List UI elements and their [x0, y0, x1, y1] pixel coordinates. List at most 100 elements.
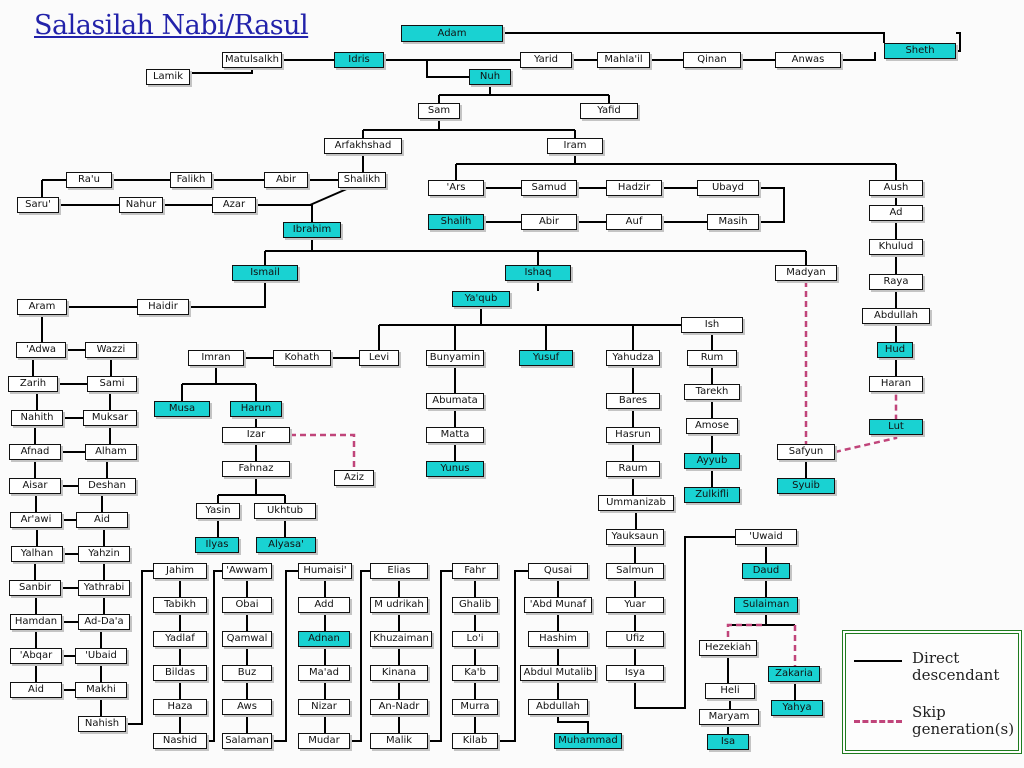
node-kinana: Kinana	[370, 665, 428, 681]
node-khulud: Khulud	[869, 239, 923, 255]
skip-link-3	[726, 623, 762, 640]
node-raum: Raum	[606, 461, 660, 477]
node-muhammad: Muhammad	[554, 733, 622, 749]
node-khuzaiman: Khuzaiman	[370, 631, 432, 647]
node-uwaid: 'Uwaid	[735, 529, 797, 545]
node-aziz: Aziz	[334, 470, 374, 486]
page-title: Salasilah Nabi/Rasul	[34, 10, 309, 41]
node-nizar: Nizar	[298, 699, 350, 715]
legend-skip-label: Skip generation(s)	[912, 703, 1015, 739]
node-ibrahim: Ibrahim	[283, 222, 341, 238]
node-musa: Musa	[154, 401, 210, 417]
node-falikh: Falikh	[170, 172, 212, 188]
node-add: Add	[298, 597, 350, 613]
direct-link-2	[841, 52, 876, 61]
direct-link-169	[557, 715, 589, 733]
node-qusai: Qusai	[528, 563, 588, 579]
node-imran: Imran	[188, 350, 244, 366]
node-elias: Elias	[370, 563, 428, 579]
node-matulsalkh: Matulsalkh	[222, 52, 282, 68]
node-yuar: Yuar	[606, 597, 664, 613]
direct-link-1	[956, 32, 961, 52]
node-aram: Aram	[17, 299, 67, 315]
node-masih: Masih	[707, 214, 759, 230]
node-levi: Levi	[359, 350, 399, 366]
node-yathrabi: Yathrabi	[78, 580, 130, 596]
legend: Direct descendant Skip generation(s)	[842, 630, 1022, 754]
node-heli: Heli	[705, 683, 755, 699]
node-shalikh: Shalikh	[338, 172, 386, 188]
node-wazzi: Wazzi	[85, 342, 137, 358]
node-rau: Ra'u	[66, 172, 112, 188]
node-hasrun: Hasrun	[606, 427, 660, 443]
node-sam: Sam	[418, 103, 460, 119]
node-nashid: Nashid	[153, 733, 207, 749]
node-zarih: Zarih	[8, 376, 58, 392]
node-lamik: Lamik	[146, 69, 190, 85]
node-haza: Haza	[153, 699, 207, 715]
node-yalhan: Yalhan	[11, 546, 63, 562]
node-tarekh: Tarekh	[684, 384, 740, 400]
skip-link-1	[834, 392, 898, 454]
node-ilyas: Ilyas	[195, 537, 239, 553]
node-anwas: Anwas	[775, 52, 841, 68]
node-azar: Azar	[212, 197, 256, 213]
node-izar: Izar	[222, 427, 290, 443]
node-shalih: Shalih	[428, 214, 484, 230]
node-ghalib: Ghalib	[452, 597, 498, 613]
node-idris: Idris	[334, 52, 384, 68]
node-maad: Ma'ad	[298, 665, 350, 681]
node-kilab: Kilab	[452, 733, 498, 749]
node-sami: Sami	[87, 376, 137, 392]
direct-link-51	[189, 281, 266, 308]
node-hamdan: Hamdan	[10, 614, 62, 630]
direct-link-31	[309, 187, 350, 206]
node-yahudza: Yahudza	[606, 350, 660, 366]
node-mudrikah: M udrikah	[370, 597, 428, 613]
node-yadlaf: Yadlaf	[153, 631, 207, 647]
node-abdmunaf: 'Abd Munaf	[524, 597, 592, 613]
direct-link-9	[426, 60, 469, 78]
node-annadr: An-Nadr	[370, 699, 428, 715]
node-yusuf: Yusuf	[519, 350, 573, 366]
node-aisar: Aisar	[9, 478, 61, 494]
node-saru: Saru'	[17, 197, 59, 213]
node-auf: Auf	[606, 214, 662, 230]
node-ubaid: 'Ubaid	[75, 648, 127, 664]
node-nahith: Nahith	[11, 410, 63, 426]
node-alyasa: Alyasa'	[256, 537, 316, 553]
skip-link-2	[290, 433, 356, 470]
node-arawi: Ar'awi	[10, 512, 62, 528]
node-iram: Iram	[547, 138, 603, 154]
legend-direct-line	[854, 660, 902, 662]
node-aws: Aws	[222, 699, 272, 715]
node-madyan: Madyan	[775, 265, 837, 281]
node-ish: Ish	[681, 317, 743, 333]
node-syuib: Syuib	[777, 478, 835, 494]
node-adwa: 'Adwa	[16, 342, 66, 358]
node-sulaiman: Sulaiman	[734, 597, 798, 613]
node-kohath: Kohath	[273, 350, 331, 366]
node-adam: Adam	[401, 25, 503, 42]
node-matta: Matta	[426, 427, 484, 443]
node-ubayd: Ubayd	[697, 180, 759, 196]
node-muksar: Muksar	[83, 410, 137, 426]
node-yunus: Yunus	[426, 461, 484, 477]
node-afnad: Afnad	[9, 444, 61, 460]
node-ad: Ad	[869, 205, 923, 221]
direct-link-0	[503, 32, 885, 43]
node-malik: Malik	[370, 733, 428, 749]
node-mudar: Mudar	[298, 733, 350, 749]
legend-skip-line	[854, 720, 902, 723]
node-yauksaun: Yauksaun	[606, 529, 664, 545]
node-abdullah2: Abdullah	[528, 699, 588, 715]
node-rum: Rum	[687, 350, 737, 366]
node-hud: Hud	[877, 342, 913, 358]
node-yaqub: Ya'qub	[452, 291, 510, 307]
node-isa: Isa	[707, 734, 749, 750]
node-isya: Isya	[606, 665, 664, 681]
node-ars: 'Ars	[428, 180, 484, 196]
node-yafid: Yafid	[580, 103, 638, 119]
node-hezekiah: Hezekiah	[699, 640, 757, 656]
node-aid2: Aid	[10, 682, 62, 698]
